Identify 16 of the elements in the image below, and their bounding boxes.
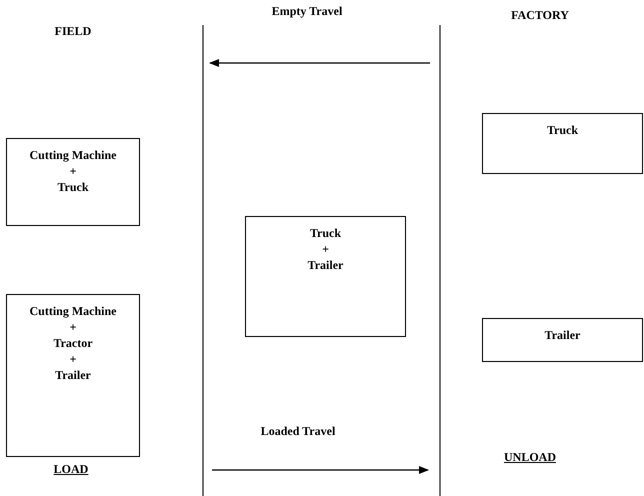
column-heading: FACTORY xyxy=(511,8,569,23)
box-label: Truck + Trailer xyxy=(306,225,344,273)
arrow-label: Loaded Travel xyxy=(260,424,336,439)
box-label: Cutting Machine + Tractor + Trailer xyxy=(28,303,118,383)
process-box xyxy=(245,216,406,337)
column-heading: FIELD xyxy=(54,24,92,39)
column-heading: Empty Travel xyxy=(272,4,342,19)
box-label: Cutting Machine + Truck xyxy=(28,147,118,195)
process-box xyxy=(6,294,140,457)
process-box xyxy=(6,138,140,226)
box-label: Trailer xyxy=(544,327,582,343)
process-box xyxy=(482,318,643,362)
stage-label: UNLOAD xyxy=(504,450,556,465)
process-box xyxy=(482,113,643,174)
stage-label: LOAD xyxy=(54,462,88,477)
box-label: Truck xyxy=(546,122,580,138)
